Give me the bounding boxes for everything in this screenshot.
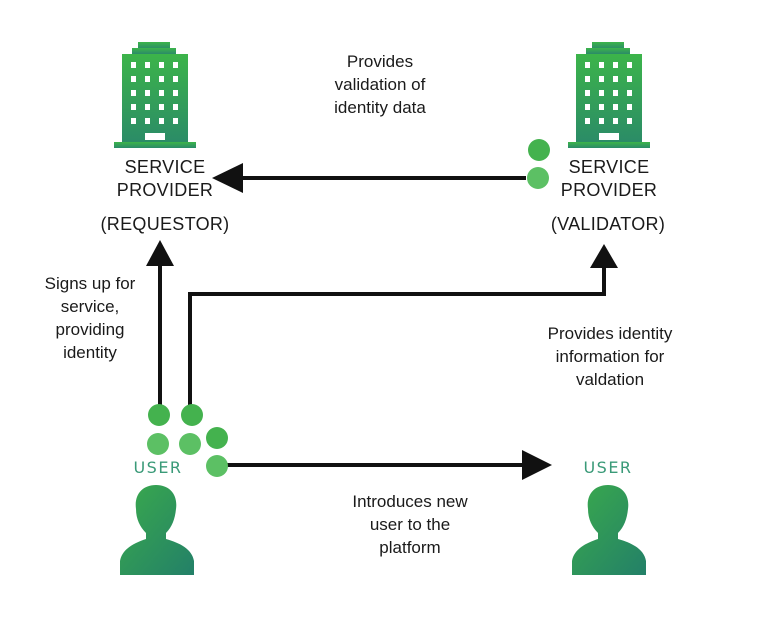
label-line: Signs up for <box>44 274 136 293</box>
token-dot <box>147 433 169 455</box>
requestor-line1: SERVICE <box>124 157 206 177</box>
user-right-label: USER <box>583 458 633 477</box>
token-dot <box>181 404 203 426</box>
building-icon <box>114 42 196 148</box>
label-line: identity <box>63 343 117 362</box>
label-line: Provides identity <box>547 324 673 343</box>
signup-edge-label: Signs up for service, providing identity <box>20 272 160 364</box>
identity-info-edge-label: Provides identity information for valdat… <box>520 322 700 391</box>
arrow-signup <box>146 240 174 412</box>
label-line: providing <box>55 320 125 339</box>
requestor-line2: PROVIDER <box>116 180 214 200</box>
token-dot <box>527 167 549 189</box>
introduce-edge-label: Introduces new user to the platform <box>330 490 490 559</box>
validator-line2: PROVIDER <box>560 180 658 200</box>
arrow-validation <box>212 163 526 193</box>
label-line: service, <box>60 297 120 316</box>
label-line: valdation <box>575 370 645 389</box>
label-line: validation of <box>334 75 426 94</box>
label-line: identity data <box>334 98 426 117</box>
validator-line1: SERVICE <box>568 157 650 177</box>
validation-edge-label: Provides validation of identity data <box>300 50 460 119</box>
token-dot <box>528 139 550 161</box>
requestor-role: (REQUESTOR) <box>100 214 230 234</box>
label-line: Provides <box>346 52 414 71</box>
token-dot <box>206 455 228 477</box>
label-line: information for <box>555 347 665 366</box>
token-dot <box>206 427 228 449</box>
building-icon <box>568 42 650 148</box>
validator-label: SERVICE PROVIDER <box>544 156 674 202</box>
token-dot <box>148 404 170 426</box>
validator-role: (VALIDATOR) <box>550 214 666 234</box>
arrow-identity-info <box>188 244 618 412</box>
person-icon <box>572 485 646 575</box>
label-line: platform <box>379 538 441 557</box>
requestor-label: SERVICE PROVIDER <box>100 156 230 202</box>
person-icon <box>120 485 194 575</box>
arrow-introduce <box>226 450 552 480</box>
label-line: Introduces new <box>352 492 468 511</box>
token-dot <box>179 433 201 455</box>
user-left-label: USER <box>133 458 183 477</box>
label-line: user to the <box>369 515 451 534</box>
